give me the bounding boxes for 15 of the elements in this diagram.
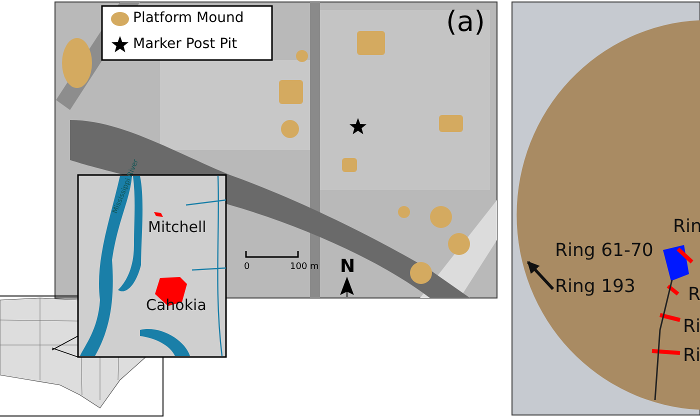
leader-arrow	[526, 260, 554, 290]
panel-label: (a)	[446, 8, 486, 36]
ring-label: Ring 61-70	[555, 242, 654, 260]
ring-label: Ri	[683, 347, 700, 365]
legend-label: Platform Mound	[133, 11, 244, 25]
legend-label: Marker Post Pit	[133, 37, 238, 51]
scale-label: 0	[244, 263, 250, 272]
ring-label: Ring 193	[555, 278, 636, 296]
ring-label: R	[688, 286, 700, 304]
north-label: N	[340, 258, 356, 276]
place-label: Mitchell	[148, 220, 206, 235]
tree-disc-photo	[516, 20, 700, 410]
place-label: Cahokia	[146, 298, 206, 313]
scale-label: 100 m	[290, 263, 319, 272]
ring-label: Ri	[683, 318, 700, 336]
